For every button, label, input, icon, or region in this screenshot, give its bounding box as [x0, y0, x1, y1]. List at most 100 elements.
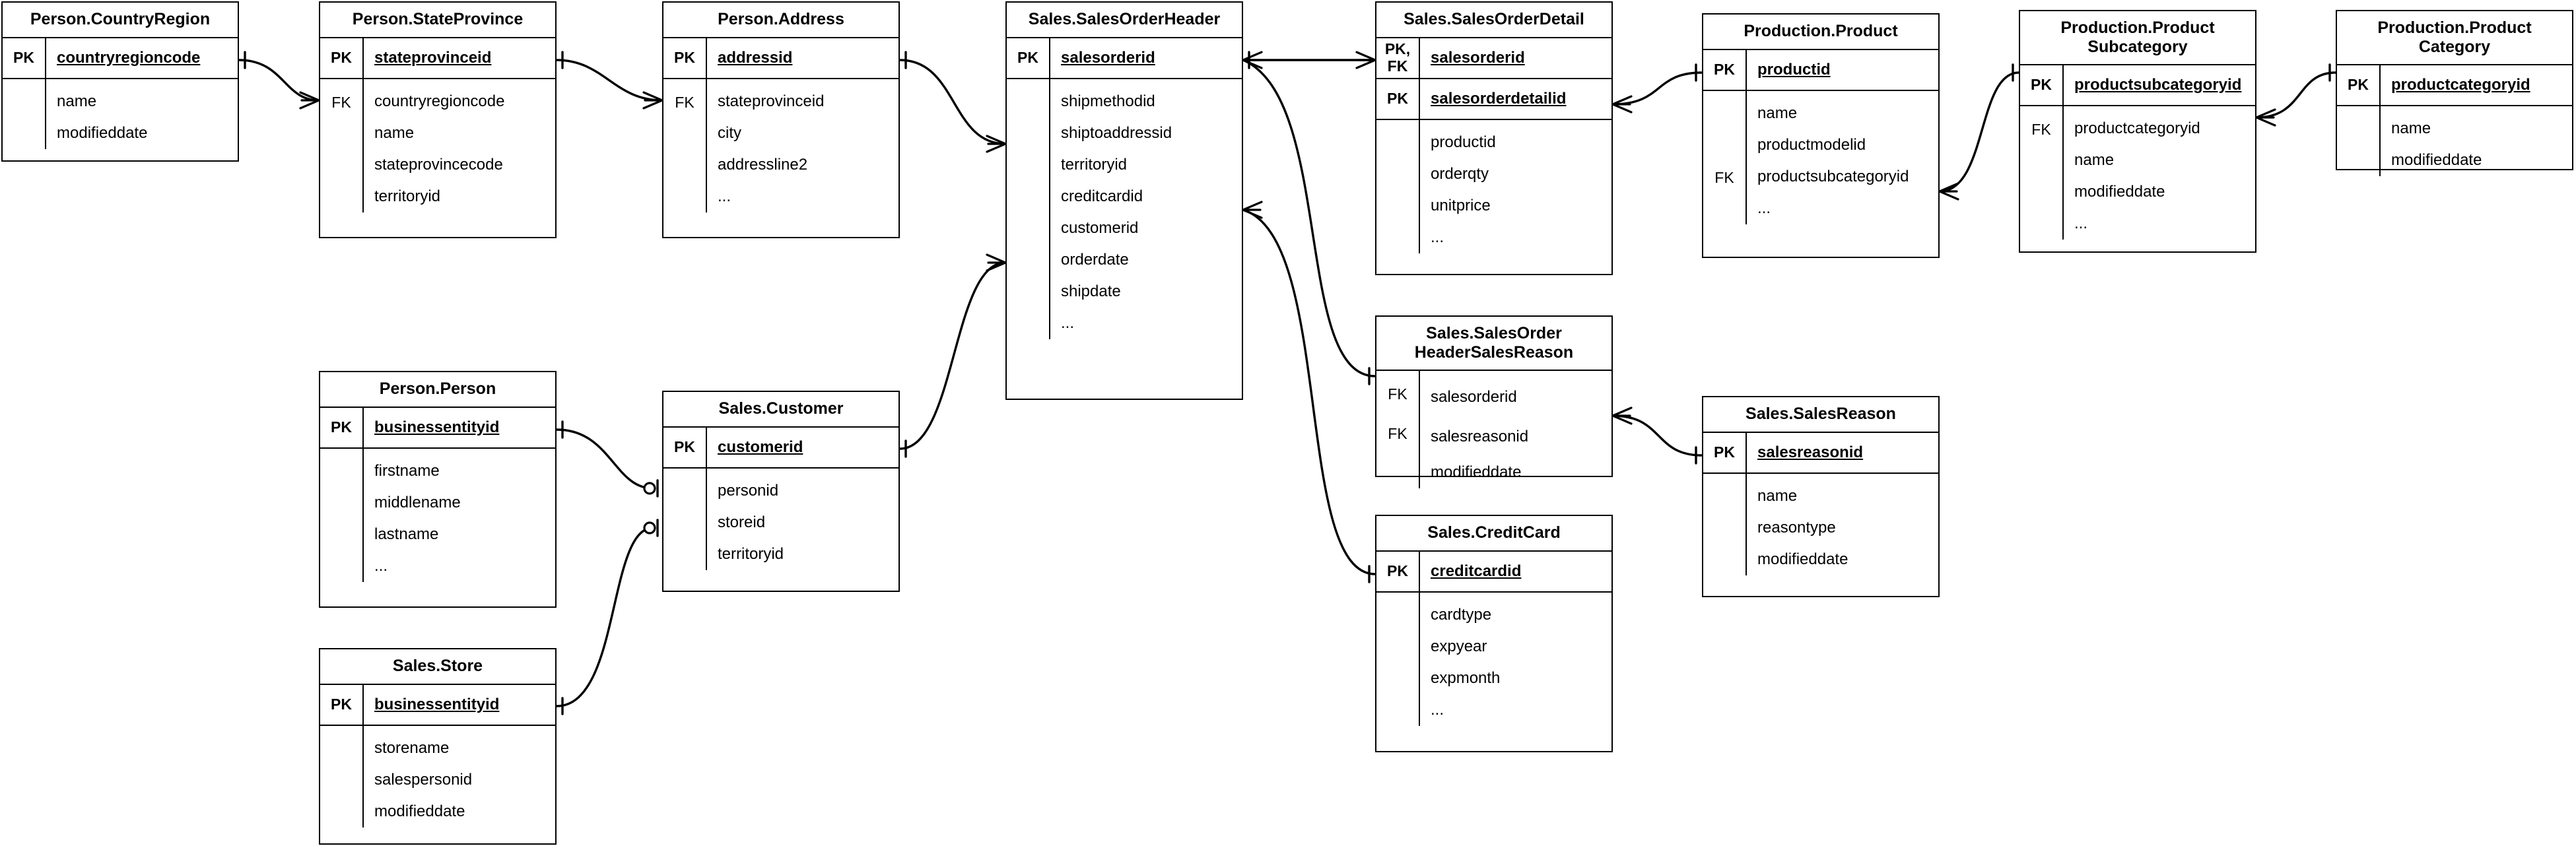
attribute-name: creditcardid: [1061, 187, 1143, 205]
attribute-row-pk[interactable]: PK productid: [1703, 49, 1938, 91]
key-tag: PK, FK: [1376, 38, 1420, 78]
attribute-name-column: name reasontype modifieddate: [1747, 474, 1938, 575]
attribute-name: expmonth: [1431, 668, 1501, 687]
attribute-row-pk[interactable]: PK addressid: [663, 38, 898, 79]
attribute-name: modifieddate: [2391, 151, 2482, 169]
attribute-row-pk-fk[interactable]: PK, FK salesorderid: [1376, 38, 1611, 79]
key-column: [1703, 473, 1747, 575]
attribute-row-pk[interactable]: PK creditcardid: [1376, 551, 1611, 593]
key-column: FK: [2020, 106, 2064, 240]
entity-sales-creditcard[interactable]: Sales.CreditCard PK creditcardid cardtyp…: [1375, 515, 1613, 752]
attribute-block: firstname middlename lastname ...: [320, 448, 555, 582]
attribute-name: orderqty: [1431, 164, 1489, 183]
attribute-name: ...: [374, 556, 388, 575]
attribute-row-pk[interactable]: PK countryregioncode: [3, 38, 238, 79]
key-column: FK: [1703, 90, 1747, 224]
attribute-name: productmodelid: [1757, 135, 1866, 154]
attribute-name: unitprice: [1431, 196, 1491, 214]
attribute-name: productid: [1431, 133, 1496, 151]
attribute-name: lastname: [374, 525, 439, 543]
attribute-name: shipdate: [1061, 282, 1121, 300]
attribute-row-pk[interactable]: PK businessentityid: [320, 684, 555, 726]
entity-sales-store[interactable]: Sales.Store PK businessentityid storenam…: [319, 648, 557, 845]
attribute-name-column: name productmodelid productsubcategoryid…: [1747, 91, 1938, 224]
edge-stateprovince-address: [555, 51, 663, 110]
attribute-row-pk[interactable]: PK stateprovinceid: [320, 38, 555, 79]
attribute-name: storeid: [718, 513, 766, 531]
entity-person-person[interactable]: Person.Person PK businessentityid firstn…: [319, 371, 557, 608]
attribute-name: name: [2074, 151, 2115, 169]
edge-product-productsubcategory: [1938, 63, 2020, 201]
key-tag: PK: [2337, 65, 2381, 105]
attribute-name: productsubcategoryid: [1757, 167, 1909, 185]
entity-person-countryregion[interactable]: Person.CountryRegion PK countryregioncod…: [1, 1, 239, 162]
attribute-row-pk[interactable]: PK productsubcategoryid: [2020, 65, 2255, 106]
key-tag: PK: [663, 38, 707, 78]
attribute-name: stateprovincecode: [374, 155, 503, 174]
attribute-name: name: [57, 92, 97, 110]
attribute-name: productid: [1757, 60, 1831, 79]
attribute-row-pk[interactable]: PK customerid: [663, 427, 898, 469]
attribute-name: addressid: [718, 48, 793, 67]
key-column: [1376, 592, 1420, 726]
entity-sales-salesorderheadersalesreason[interactable]: Sales.SalesOrder HeaderSalesReason FK FK…: [1375, 315, 1613, 488]
attribute-name: modifieddate: [1757, 550, 1848, 568]
entity-production-productsubcategory[interactable]: Production.Product Subcategory PK produc…: [2019, 10, 2256, 253]
attribute-row-pk[interactable]: PK productcategoryid: [2337, 65, 2572, 106]
entity-production-product[interactable]: Production.Product PK productid FK name …: [1702, 13, 1940, 258]
entity-title: Sales.SalesOrderHeader: [1007, 3, 1242, 38]
attribute-name-column: name modifieddate: [46, 79, 238, 149]
attribute-block: shipmethodid shiptoaddressid territoryid…: [1007, 79, 1242, 339]
attribute-row-pk[interactable]: PK salesorderdetailid: [1376, 79, 1611, 120]
attribute-block: name modifieddate: [2337, 106, 2572, 176]
attribute-name: ...: [2074, 214, 2088, 232]
attribute-name-column: salesorderid salesreasonid modifieddate: [1420, 371, 1611, 488]
attribute-name: shiptoaddressid: [1061, 123, 1172, 142]
attribute-name-column: cardtype expyear expmonth ...: [1420, 593, 1611, 726]
edge-salesorderheader-salesorderdetail: [1242, 51, 1376, 69]
edge-store-customer: [555, 519, 659, 715]
attribute-row-pk[interactable]: PK businessentityid: [320, 407, 555, 449]
key-tag: PK: [663, 427, 707, 467]
attribute-name: ...: [1061, 313, 1075, 332]
entity-title: Person.StateProvince: [320, 3, 555, 38]
attribute-name: stateprovinceid: [718, 92, 825, 110]
attribute-name: customerid: [718, 438, 803, 456]
attribute-name-column: storename salespersonid modifieddate: [364, 726, 555, 828]
attribute-row-pk[interactable]: PK salesorderid: [1007, 38, 1242, 79]
entity-sales-salesorderheader[interactable]: Sales.SalesOrderHeader PK salesorderid s…: [1005, 1, 1243, 400]
attribute-block: cardtype expyear expmonth ...: [1376, 592, 1611, 726]
attribute-block: FK productcategoryid name modifieddate .…: [2020, 106, 2255, 240]
attribute-name: modifieddate: [374, 802, 465, 820]
entity-sales-salesreason[interactable]: Sales.SalesReason PK salesreasonid name …: [1702, 396, 1940, 597]
key-tag: FK: [1388, 385, 1407, 403]
entity-person-stateprovince[interactable]: Person.StateProvince PK stateprovinceid …: [319, 1, 557, 238]
entity-sales-customer[interactable]: Sales.Customer PK customerid personid st…: [662, 391, 900, 592]
entity-title: Production.Product Subcategory: [2020, 11, 2255, 65]
attribute-name: cardtype: [1431, 605, 1492, 624]
key-tag: PK: [3, 38, 46, 78]
attribute-name: orderdate: [1061, 250, 1129, 269]
entity-person-address[interactable]: Person.Address PK addressid FK stateprov…: [662, 1, 900, 238]
attribute-name: expyear: [1431, 637, 1487, 655]
entity-production-productcategory[interactable]: Production.Product Category PK productca…: [2336, 10, 2573, 176]
key-column: [2337, 106, 2381, 176]
attribute-name: modifieddate: [1431, 463, 1522, 481]
attribute-name-column: shipmethodid shiptoaddressid territoryid…: [1050, 79, 1242, 339]
attribute-block: FK countryregioncode name stateprovincec…: [320, 79, 555, 212]
key-tag: PK: [2020, 65, 2064, 105]
key-tag: FK: [675, 93, 695, 111]
attribute-row-pk[interactable]: PK salesreasonid: [1703, 432, 1938, 474]
attribute-name: firstname: [374, 461, 440, 480]
entity-title: Production.Product: [1703, 15, 1938, 50]
entity-sales-salesorderdetail[interactable]: Sales.SalesOrderDetail PK, FK salesorder…: [1375, 1, 1613, 275]
key-tag: FK: [2031, 121, 2051, 138]
key-column: [3, 79, 46, 149]
attribute-block: name modifieddate: [3, 79, 238, 149]
key-tag: PK: [320, 407, 364, 447]
edge-salesorderdetail-product: [1611, 63, 1703, 114]
attribute-name: city: [718, 123, 741, 142]
attribute-name: ...: [1431, 700, 1444, 719]
edge-productsubcategory-productcategory: [2255, 63, 2337, 127]
